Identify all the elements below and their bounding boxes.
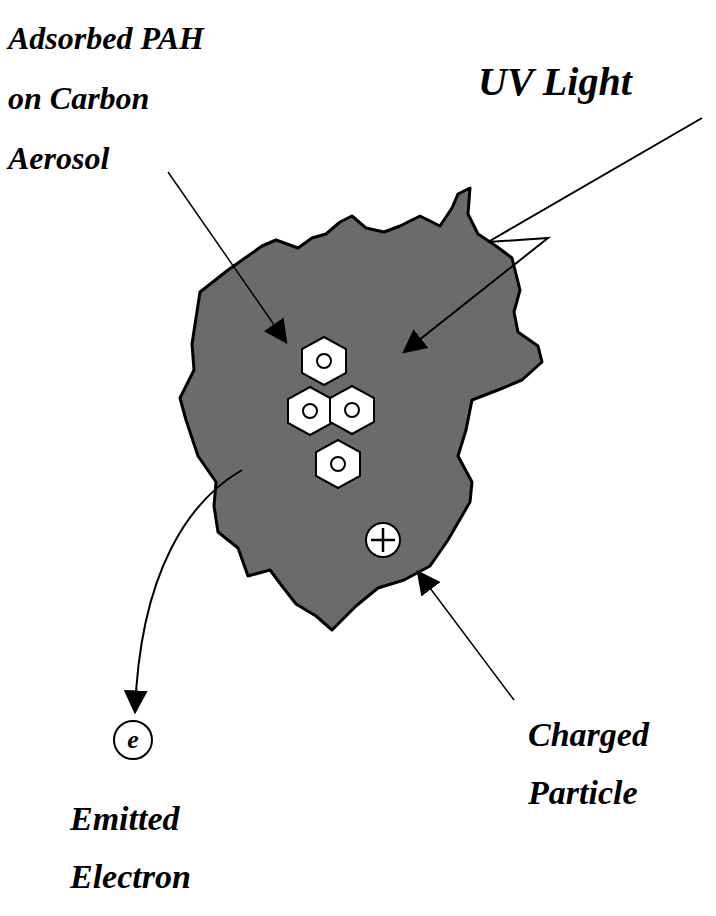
pah-label: Adsorbed PAH on Carbon Aerosol: [8, 8, 236, 188]
electron-symbol: e: [127, 727, 139, 753]
electron-emission-arrow: [135, 470, 242, 712]
uv-light-label: UV Light: [478, 52, 710, 112]
electron-label: Emitted Electron: [70, 790, 250, 906]
uv-light-ray: [404, 118, 702, 352]
pah-molecule: [288, 337, 374, 488]
particle-leader-line: [418, 572, 514, 700]
pah-leader-line: [168, 172, 286, 342]
particle-label: Charged Particle: [528, 706, 708, 822]
carbon-aerosol: [180, 188, 542, 630]
electron-circle: e: [113, 720, 153, 760]
charged-particle: [366, 523, 400, 557]
